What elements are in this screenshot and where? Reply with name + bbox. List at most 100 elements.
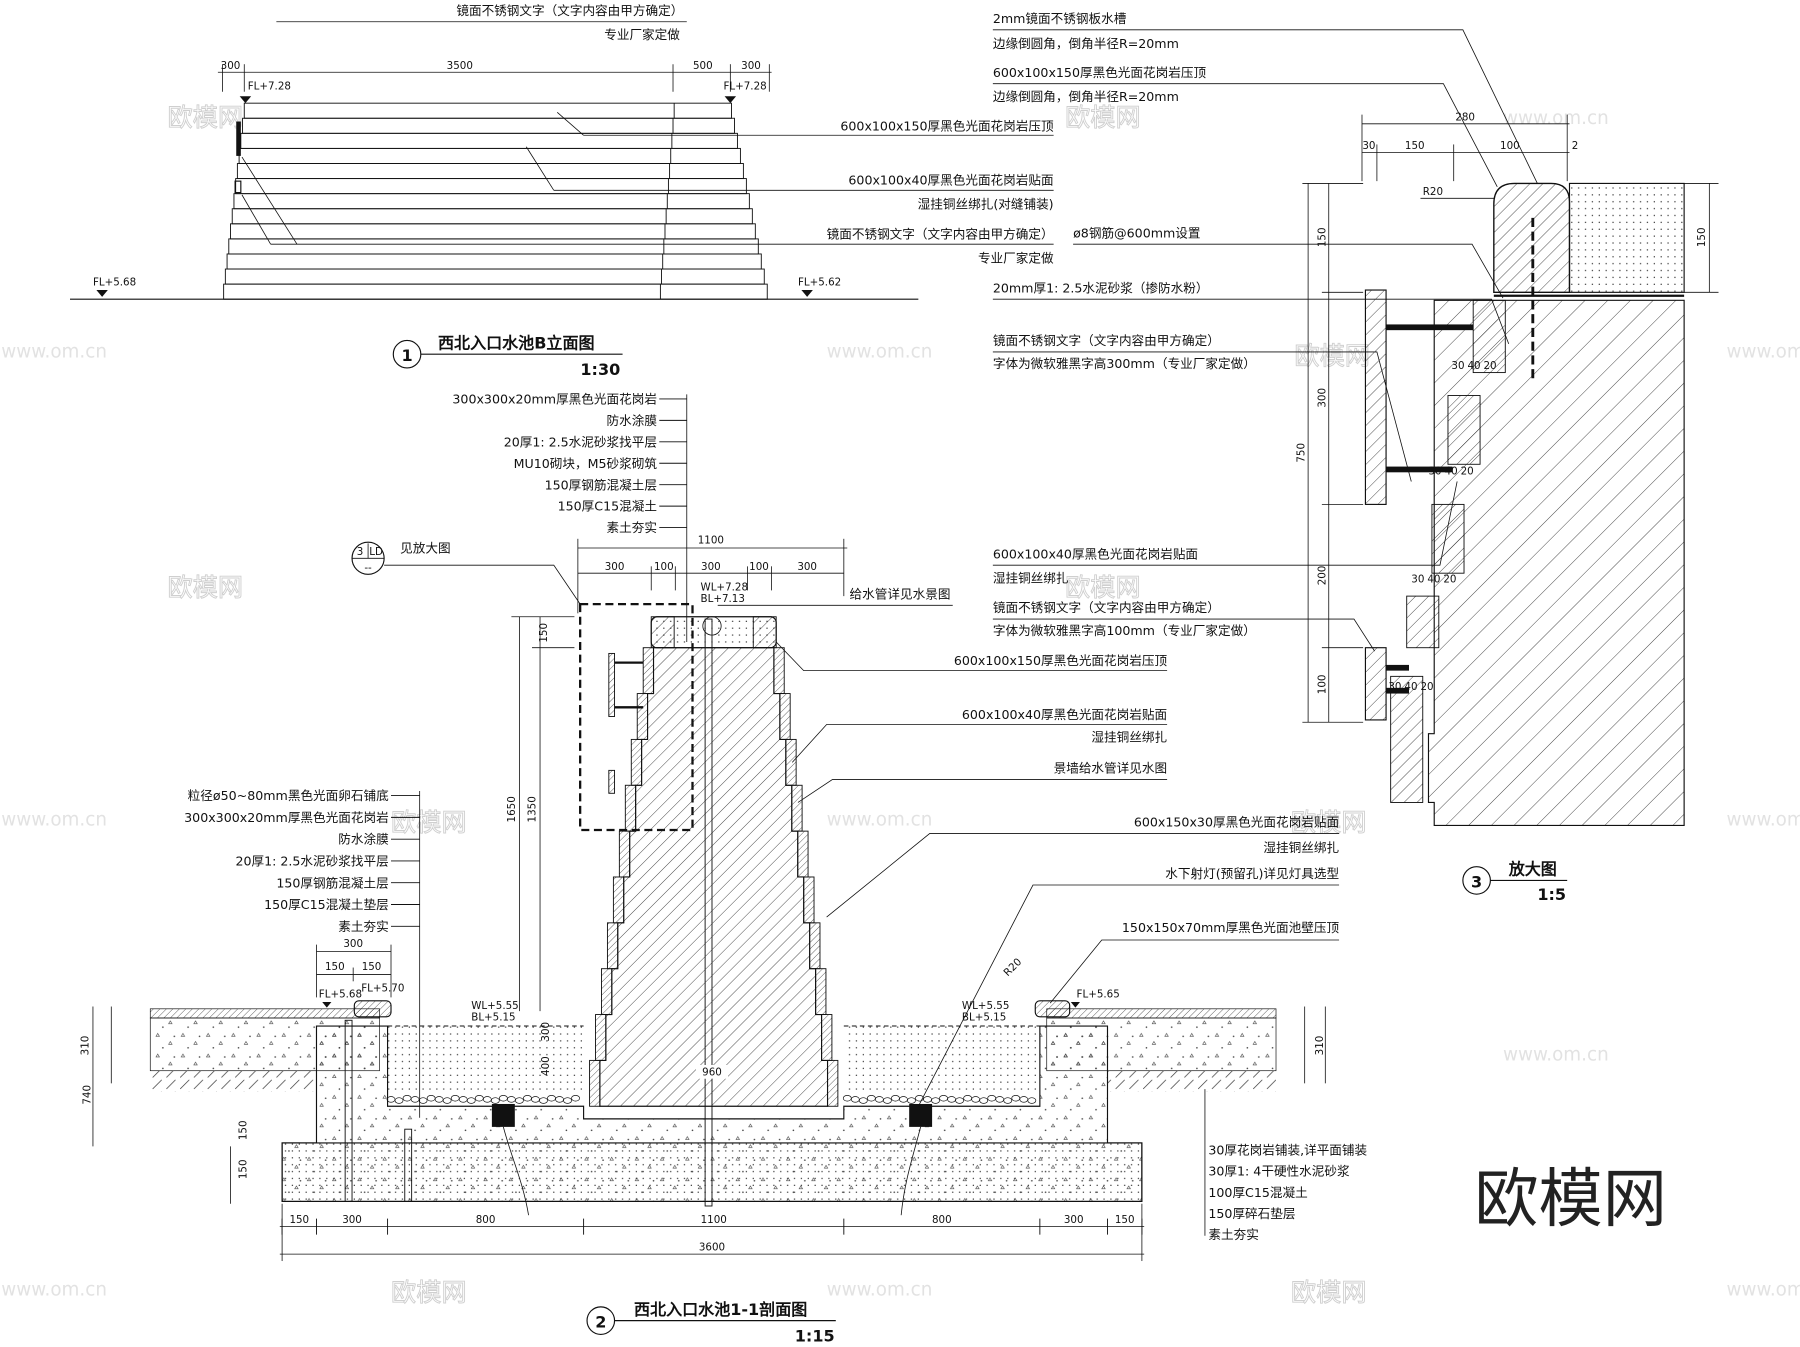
dim-label: 2	[1572, 140, 1579, 152]
layer-label: 20厚1: 2.5水泥砂浆找平层	[235, 854, 388, 869]
dim-label: 310	[1314, 1036, 1326, 1056]
watermark-brand: 欧模网	[167, 103, 243, 132]
water-trough	[1568, 182, 1685, 293]
dim-label: 300	[343, 938, 363, 950]
granite-veneer	[779, 693, 791, 740]
watermark-url: www.om.cn	[827, 809, 933, 830]
watermark-url: www.om.cn	[1, 1279, 107, 1300]
layer-label: 150厚钢筋混凝土层	[545, 477, 657, 492]
pool-wall-cap	[353, 1000, 392, 1018]
watermark-brand: 欧模网	[1065, 573, 1141, 602]
label-letters-300-2: 字体为微软雅黑字高300mm（专业厂家定做）	[993, 356, 1256, 371]
dim-label: 150	[1115, 1214, 1135, 1226]
granite-veneer	[1406, 595, 1440, 649]
granite-veneer	[595, 1014, 607, 1061]
dim-label: 150	[1696, 227, 1708, 247]
label-light: 水下射灯(预留孔)详见灯具选型	[1165, 866, 1339, 881]
dim-label: 30	[1388, 681, 1401, 693]
layer-label: 150厚C15混凝土垫层	[264, 897, 389, 912]
label-veneer: 600x100x40厚黑色光面花岗岩贴面	[962, 707, 1167, 722]
dim-label: 40	[1404, 681, 1417, 693]
elev-label-coping: 600x100x150厚黑色光面花岗岩压顶	[840, 119, 1054, 134]
callout-text: 见放大图	[400, 541, 450, 556]
dim-label-backdrop	[695, 1064, 729, 1079]
dim-label: 1100	[701, 1214, 727, 1226]
label-trough-2: 边缘倒圆角，倒角半径R=20mm	[993, 36, 1179, 51]
level-mark: FL+5.70	[361, 983, 404, 995]
dim-label: 800	[932, 1214, 952, 1226]
label-veneer: 600x100x40厚黑色光面花岗岩贴面	[993, 546, 1198, 561]
granite-veneer	[809, 922, 821, 970]
dim-label: 20	[1484, 360, 1497, 372]
watermark-brand: 欧模网	[1065, 103, 1141, 132]
watermark-brand: 欧模网	[1291, 1278, 1367, 1307]
dim-label: 30	[1428, 466, 1441, 478]
granite-veneer	[642, 647, 654, 695]
drawing-number: 2	[595, 1313, 606, 1332]
label-supply: 给水管详见水景图	[850, 586, 951, 601]
layer-label: 30厚1: 4干硬性水泥砂浆	[1208, 1164, 1350, 1179]
granite-veneer	[601, 968, 613, 1016]
watermark-url: www.om.cn	[1727, 1279, 1800, 1300]
watermark-url: www.om.cn	[1, 342, 107, 363]
granite-veneer	[1472, 299, 1506, 374]
watermark-url: www.om.cn	[1503, 108, 1609, 129]
elev-title-block: 1 西北入口水池B立面图 1:30	[392, 334, 623, 379]
enlarged-detail-drawing: 2mm镜面不锈钢板水槽 边缘倒圆角，倒角半径R=20mm 600x100x150…	[993, 11, 1719, 904]
detail-geometry: R20	[1364, 182, 1685, 826]
granite-veneer	[785, 738, 797, 786]
dim-label: 40	[1445, 466, 1458, 478]
section-title-block: 2 西北入口水池1-1剖面图 1:15	[586, 1300, 836, 1345]
dim-label: 280	[1455, 111, 1475, 123]
pool-cap-dims: 300 150 150 FL+5.68 FL+5.70 FL+5.65	[316, 938, 1120, 1008]
drawing-number: 3	[1471, 872, 1482, 891]
stainless-letters-300	[1364, 289, 1387, 505]
label-pool-cap: 150x150x70mm厚黑色光面池壁压顶	[1122, 920, 1340, 935]
elev-label-top-1: 镜面不锈钢文字（文字内容由甲方确定）	[456, 3, 683, 18]
brand-logo-text: 欧模网	[1474, 1162, 1667, 1237]
label-rebar: ø8钢筋@600mm设置	[1073, 225, 1200, 240]
dim-label: 1650	[506, 796, 518, 822]
layer-label: 30厚花岗岩铺装,详平面铺装	[1208, 1142, 1367, 1157]
level-mark: WL+5.55	[471, 1000, 518, 1012]
watermark-url: www.om.cn	[827, 1279, 933, 1300]
granite-veneer	[618, 830, 631, 878]
stepped-feature-wall	[589, 616, 839, 1107]
dim-label: 300	[605, 561, 625, 573]
dim-label: 500	[693, 60, 713, 72]
layer-label: 素土夯实	[1208, 1227, 1258, 1242]
label-mortar: 20mm厚1: 2.5水泥砂浆（掺防水粉）	[993, 280, 1209, 295]
layer-label: MU10砌块，M5砂浆砌筑	[514, 456, 658, 471]
pebble-bed	[386, 1095, 1037, 1104]
elev-label-top-2: 专业厂家定做	[604, 27, 680, 42]
layer-label: 粒径ø50~80mm黑色光面卵石铺底	[188, 788, 389, 803]
stone-course	[223, 283, 768, 300]
dim-label: 740	[82, 1085, 94, 1105]
stone-course	[230, 223, 756, 240]
pool-structure: WL+5.55 BL+5.15 WL+5.55 BL+5.15 R20	[149, 616, 1277, 1216]
elev-label-letters-1: 镜面不锈钢文字（文字内容由甲方确定）	[827, 226, 1054, 241]
dim-label: 3600	[699, 1242, 725, 1254]
granite-veneer	[827, 1059, 839, 1107]
elev-dimension-line: 300 3500 500 300	[217, 60, 772, 92]
drawing-title: 西北入口水池B立面图	[438, 334, 595, 353]
level-mark: FL+5.68	[93, 276, 136, 288]
granite-veneer	[1447, 395, 1481, 465]
stainless-letters-mark	[234, 180, 242, 194]
stone-course	[228, 238, 759, 255]
dim-label: 20	[1420, 681, 1433, 693]
layer-label: 防水涂膜	[338, 832, 389, 847]
section-right-labels: 给水管详见水景图 600x100x150厚黑色光面花岗岩压顶 600x100x4…	[717, 586, 1340, 1107]
callout-sheet: LD	[369, 546, 383, 558]
dim-label: 1350	[526, 796, 538, 822]
granite-veneer	[630, 738, 643, 786]
dim-label: 750	[1296, 443, 1308, 463]
label-trough: 2mm镜面不锈钢板水槽	[993, 11, 1127, 26]
dim-label: 40	[1467, 360, 1480, 372]
granite-veneer	[589, 1059, 601, 1107]
dim-label: 150	[362, 961, 382, 973]
detail-dims: 280 30 150 100 2 750 150 300 200 100 150…	[1296, 111, 1719, 723]
stainless-letters-mark	[236, 121, 241, 156]
elev-stone-courses	[223, 102, 768, 300]
